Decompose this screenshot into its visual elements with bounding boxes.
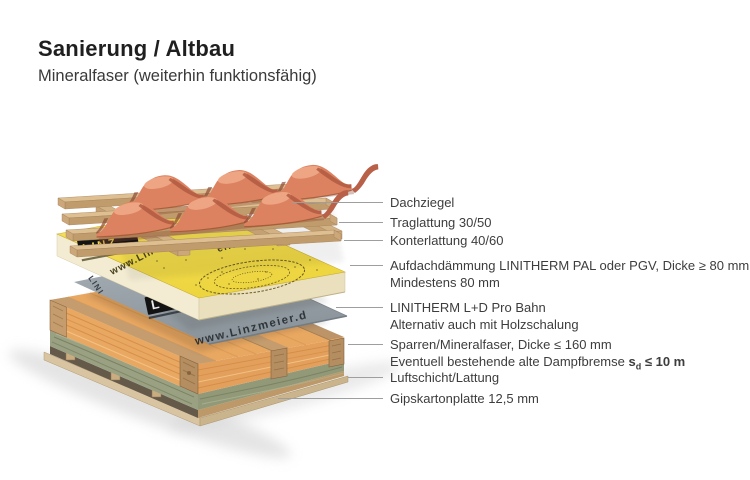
rafter-post-front	[179, 355, 199, 395]
page-subtitle: Mineralfaser (weiterhin funktionsfähig)	[38, 67, 317, 85]
page-title: Sanierung / Altbau	[38, 36, 236, 61]
label-aufdachdaemmung: Aufdachdämmung LINITHERM PAL oder PGV, D…	[390, 258, 750, 290]
leader-gipskarton	[278, 398, 383, 399]
label-luftschicht: Luftschicht/Lattung	[390, 370, 500, 385]
sd-value: sd ≤ 10 m	[628, 354, 686, 372]
label-dachziegel: Dachziegel	[390, 195, 455, 210]
leader-traglattung	[339, 222, 383, 223]
rafter-end-left	[49, 299, 67, 338]
roof-tiles	[93, 160, 379, 244]
rafter-end-mid	[270, 347, 288, 380]
label-sparren-mineralfaser: Sparren/Mineralfaser, Dicke ≤ 160 mm Eve…	[390, 337, 686, 372]
label-gipskartonplatte: Gipskartonplatte 12,5 mm	[390, 391, 539, 406]
leader-konterlattung	[344, 240, 383, 241]
rafter-end-right	[328, 337, 345, 368]
svg-text:L: L	[150, 296, 161, 312]
leader-luftschicht	[348, 377, 383, 378]
leader-bahn	[336, 307, 383, 308]
label-konterlattung: Konterlattung 40/60	[390, 233, 504, 248]
label-traglattung: Traglattung 30/50	[390, 215, 492, 230]
leader-sparren	[348, 344, 383, 345]
label-liniTherm-bahn: LINITHERM L+D Pro Bahn Alternativ auch m…	[390, 300, 579, 332]
leader-dachziegel	[292, 202, 383, 203]
leader-aufdachdaemmung	[350, 265, 383, 266]
